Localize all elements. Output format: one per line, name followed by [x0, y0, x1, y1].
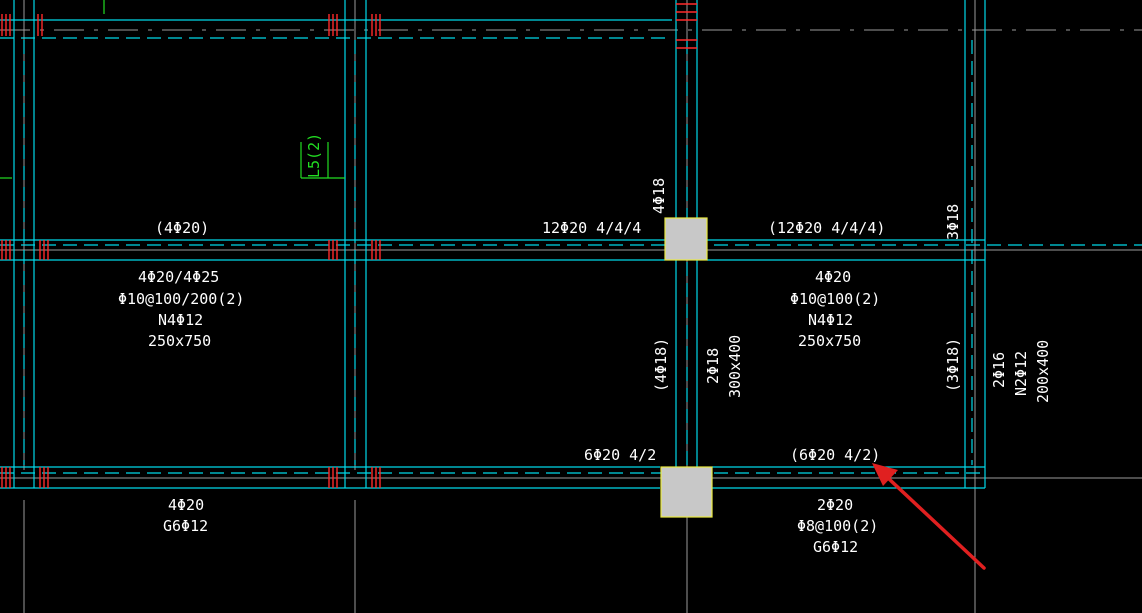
label-right-v-paren: (3Φ18) — [944, 338, 962, 392]
label-top-mid-neg: 12Φ20 4/4/4 — [542, 219, 641, 237]
label-top-right-neg: (12Φ20 4/4/4) — [768, 219, 885, 237]
label-bot-left-2: G6Φ12 — [163, 517, 208, 535]
beam-tag-l5: L5(2) — [305, 133, 323, 178]
column-bottom[interactable] — [660, 466, 713, 518]
green-marks — [0, 0, 345, 179]
beam-dashes — [0, 37, 1142, 474]
label-bot-right-1: 2Φ20 — [817, 496, 853, 514]
label-left-beam-3: N4Φ12 — [158, 311, 203, 329]
label-right-beam-2: Φ10@100(2) — [790, 290, 880, 308]
rebar-marks — [1, 3, 697, 488]
label-left-beam-4: 250x750 — [148, 332, 211, 350]
beam-edges — [0, 0, 986, 489]
label-bot-right: (6Φ20 4/2) — [790, 446, 880, 464]
label-right-beam-4: 250x750 — [798, 332, 861, 350]
label-bot-mid: 6Φ20 4/2 — [584, 446, 656, 464]
label-bot-left-1: 4Φ20 — [168, 496, 204, 514]
label-left-beam-1: 4Φ20/4Φ25 — [138, 268, 219, 286]
label-right-beam-1: 4Φ20 — [815, 268, 851, 286]
label-mid-v-1: 2Φ18 — [704, 348, 722, 384]
label-bot-right-2: Φ8@100(2) — [797, 517, 878, 535]
label-right-beam-3: N4Φ12 — [808, 311, 853, 329]
label-mid-v-2: 300x400 — [726, 335, 744, 398]
label-far-v-1: 2Φ16 — [990, 352, 1008, 388]
red-pointer-arrow — [872, 463, 986, 570]
label-far-v-3: 200x400 — [1034, 340, 1052, 403]
label-left-beam-2: Φ10@100/200(2) — [118, 290, 244, 308]
label-far-v-2: N2Φ12 — [1012, 351, 1030, 396]
label-right-top-v: 3Φ18 — [944, 204, 962, 240]
label-mid-v-left: (4Φ18) — [652, 338, 670, 392]
label-bot-right-3: G6Φ12 — [813, 538, 858, 556]
label-top-left-neg: (4Φ20) — [155, 219, 209, 237]
column-top[interactable] — [664, 217, 708, 261]
label-col-top-v: 4Φ18 — [650, 178, 668, 214]
